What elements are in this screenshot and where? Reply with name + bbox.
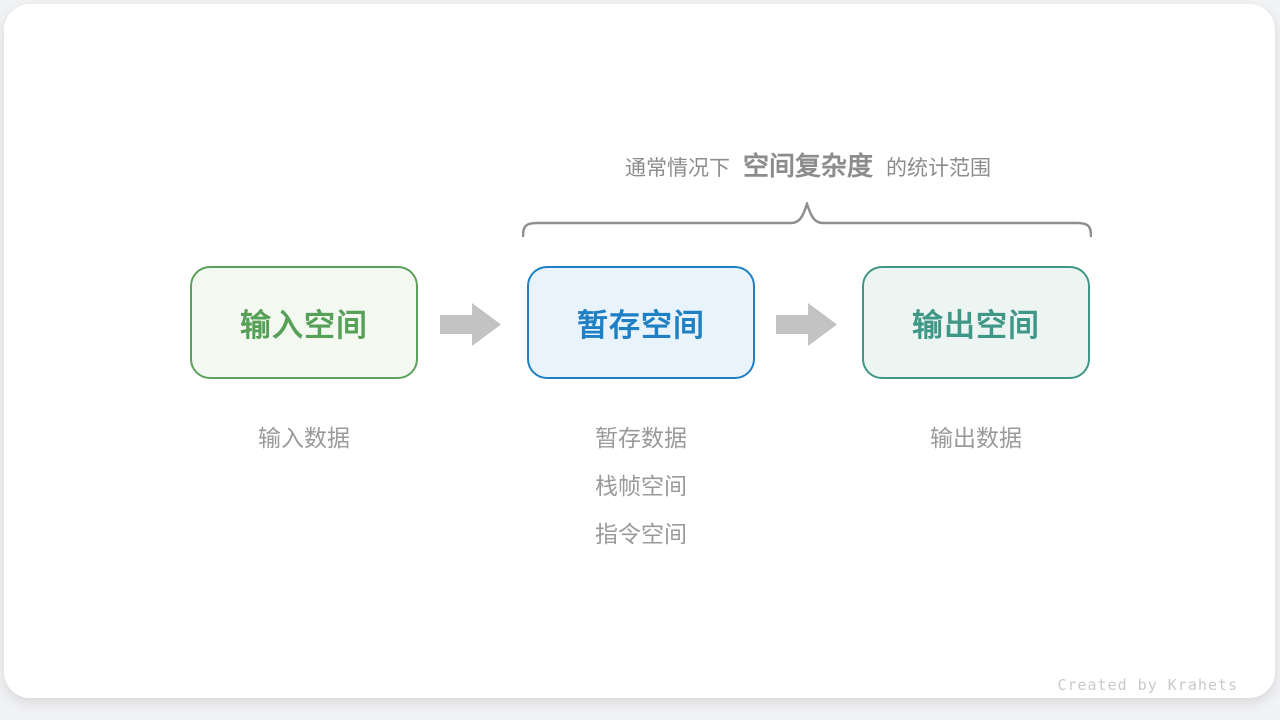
annotation-suffix: 的统计范围 bbox=[886, 157, 991, 180]
temporary-space-items: 暂存数据 栈帧空间 指令空间 bbox=[527, 414, 755, 558]
right-arrow-icon bbox=[776, 303, 837, 346]
box-output-space-label: 输出空间 bbox=[912, 308, 1040, 343]
box-input-space: 输入空间 bbox=[190, 266, 418, 379]
box-temporary-space-label: 暂存空间 bbox=[577, 308, 705, 343]
credit-text: Created by Krahets bbox=[1057, 676, 1238, 694]
list-item: 栈帧空间 bbox=[595, 473, 687, 499]
list-item: 暂存数据 bbox=[595, 425, 687, 451]
list-item: 输入数据 bbox=[258, 425, 350, 451]
box-output-space: 输出空间 bbox=[862, 266, 1090, 379]
annotation-prefix: 通常情况下 bbox=[624, 157, 730, 180]
output-space-items: 输出数据 bbox=[862, 414, 1090, 462]
annotation-highlight: 空间复杂度 bbox=[742, 151, 873, 181]
curly-brace-icon bbox=[522, 202, 1092, 238]
box-temporary-space: 暂存空间 bbox=[527, 266, 755, 379]
list-item: 指令空间 bbox=[595, 521, 687, 547]
list-item: 输出数据 bbox=[930, 425, 1022, 451]
right-arrow-icon bbox=[440, 303, 501, 346]
scope-annotation: 通常情况下 空间复杂度 的统计范围 bbox=[523, 146, 1093, 183]
box-input-space-label: 输入空间 bbox=[240, 308, 368, 343]
input-space-items: 输入数据 bbox=[190, 414, 418, 462]
